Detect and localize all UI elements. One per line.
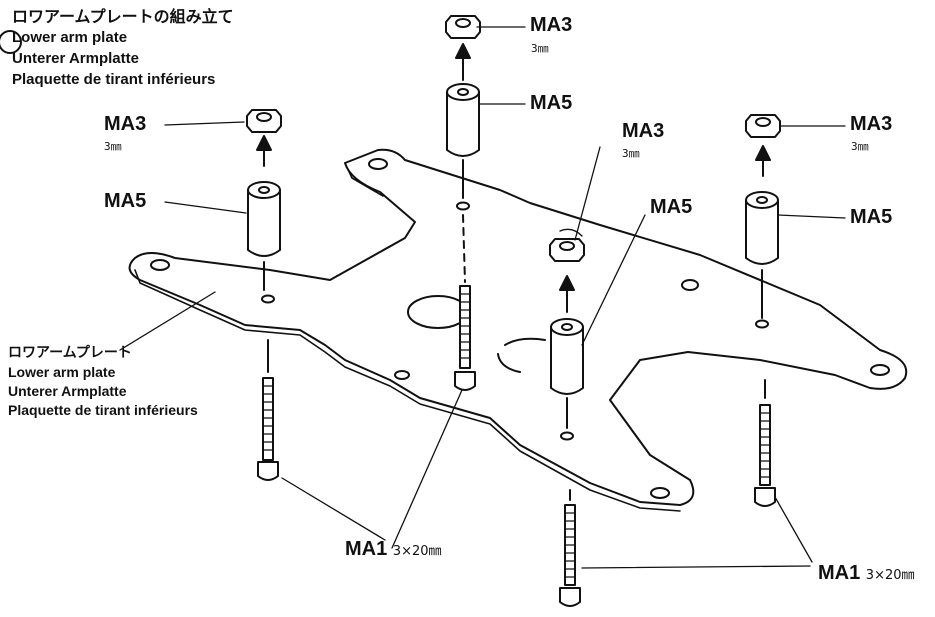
label-ma3-right: MA3	[850, 113, 893, 135]
screw-right	[754, 379, 776, 507]
plate-label-jp: ロワアームプレート	[8, 345, 132, 361]
stack-left	[246, 109, 282, 291]
label-ma5-right-center: MA5	[650, 196, 693, 218]
title-block: ロワアームプレートの組み立て Lower arm plate Unterer A…	[0, 6, 234, 90]
label-ma1-right: MA1 3×20㎜	[818, 562, 915, 585]
plate-label-fr: Plaquette de tirant inférieurs	[8, 402, 198, 418]
screw-center	[454, 285, 476, 391]
label-ma1-right-size: 3×20㎜	[865, 568, 915, 583]
title-fr: Plaquette de tirant inférieurs	[12, 71, 216, 88]
screw-bottom	[559, 489, 581, 607]
step-circle-icon	[0, 30, 22, 54]
leader-lines	[119, 26, 846, 569]
label-ma1-right-code: MA1	[818, 562, 861, 584]
label-ma1-left-size: 3×20㎜	[392, 544, 442, 559]
title-jp: ロワアームプレートの組み立て	[12, 7, 234, 26]
plate-label-block: ロワアームプレート Lower arm plate Unterer Armpla…	[8, 344, 198, 420]
plate-label-en: Lower arm plate	[8, 364, 116, 380]
stack-right	[745, 114, 781, 319]
label-ma3-left-size: 3㎜	[104, 140, 122, 153]
screw-left	[257, 339, 279, 481]
label-ma3-right-center: MA3	[622, 120, 665, 142]
title-en: Lower arm plate	[12, 29, 128, 46]
title-de: Unterer Armplatte	[12, 50, 139, 67]
label-ma3-center: MA3	[530, 14, 573, 36]
label-ma5-right: MA5	[850, 206, 893, 228]
label-ma1-left-code: MA1	[345, 538, 388, 560]
label-ma5-center: MA5	[530, 92, 573, 114]
plate-label-de: Unterer Armplatte	[8, 383, 127, 399]
label-ma5-left: MA5	[104, 190, 147, 212]
label-ma3-center-size: 3㎜	[531, 42, 549, 55]
stack-center	[445, 15, 481, 283]
label-ma3-right-center-size: 3㎜	[622, 147, 640, 160]
stack-right-center	[549, 228, 585, 429]
lower-arm-plate	[128, 148, 908, 506]
label-ma1-left: MA1 3×20㎜	[345, 538, 442, 561]
label-ma3-right-size: 3㎜	[851, 140, 869, 153]
label-ma3-left: MA3	[104, 113, 147, 135]
